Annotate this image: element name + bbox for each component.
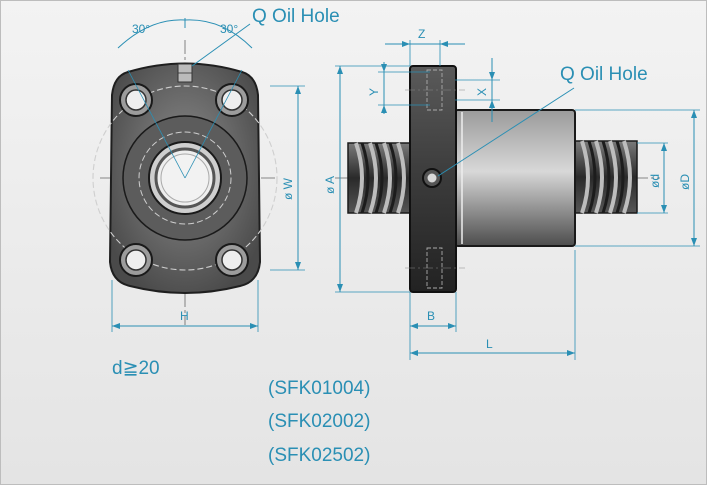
model-code: (SFK02002) (268, 411, 370, 432)
dim-d-small-label: ød (648, 174, 662, 188)
mounting-hole (119, 243, 153, 277)
screw-shaft-right (574, 140, 638, 214)
nut-body (454, 109, 576, 247)
side-view: Q Oil Hole Z Y X ø A ød (323, 27, 700, 360)
dim-z-label: Z (418, 27, 425, 41)
mounting-hole (119, 83, 153, 117)
dim-l-label: L (486, 337, 493, 351)
dim-h-label: H (180, 309, 189, 323)
model-code: (SFK02502) (268, 445, 370, 466)
dim-w-label: ø W (281, 177, 295, 200)
angle-label-left: 30° (132, 22, 150, 36)
mounting-hole (215, 83, 249, 117)
screw-shaft-left (347, 142, 411, 214)
oil-hole-label-front: Q Oil Hole (252, 6, 340, 27)
dim-a-label: ø A (323, 176, 337, 194)
front-view: 30° 30° Q Oil Hole H ø W (92, 6, 340, 332)
dim-y-label: Y (367, 88, 381, 96)
dim-x-label: X (475, 88, 489, 96)
dim-d-large-label: øD (678, 174, 692, 190)
angle-label-right: 30° (220, 22, 238, 36)
model-code: (SFK01004) (268, 378, 370, 399)
dim-b-label: B (427, 309, 435, 323)
oil-hole-label-side: Q Oil Hole (560, 64, 648, 85)
diameter-condition: d≧20 (112, 358, 160, 379)
mounting-hole (215, 243, 249, 277)
